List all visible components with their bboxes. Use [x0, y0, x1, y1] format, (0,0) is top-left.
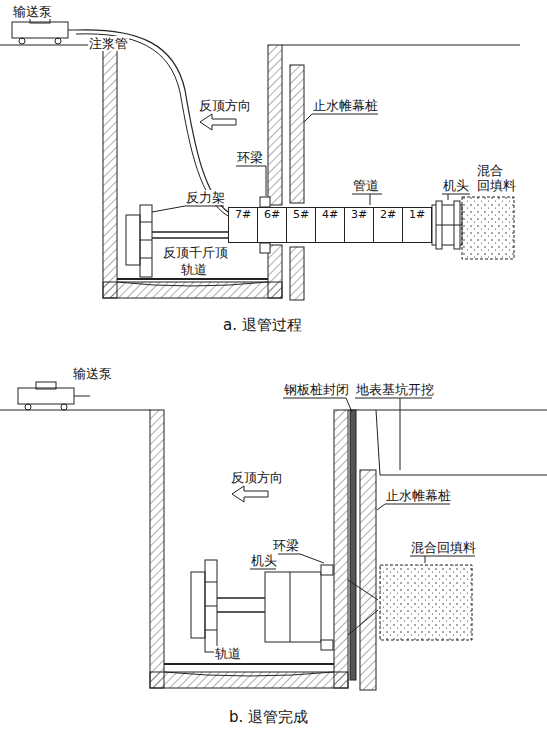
direction-label: 反顶方向 [230, 470, 284, 485]
segment-number: 4# [322, 208, 338, 221]
head-label: 机头 [442, 178, 470, 193]
segment-number: 2# [380, 208, 396, 221]
segment-number: 1# [409, 208, 425, 221]
segment-number: 6# [264, 208, 280, 221]
pipe-segment: 5# [286, 207, 316, 243]
rail-label: 轨道 [214, 646, 242, 661]
backfill-label: 混合回填料 [410, 540, 477, 555]
segment-number: 5# [293, 208, 309, 221]
pump-label: 输送泵 [72, 366, 113, 381]
jack-label: 反顶千斤顶 [162, 245, 229, 260]
sheet-pile-label: 钢板桩封闭 [283, 382, 350, 397]
pipe-segment: 1# [402, 207, 432, 243]
pipe-label: 管道 [352, 178, 380, 193]
pipe-segment: 3# [344, 207, 374, 243]
pipe-segment: 7# [228, 207, 258, 243]
curtain-pile-label: 止水帷幕桩 [385, 488, 452, 503]
direction-label: 反顶方向 [198, 98, 252, 113]
pipe-segment: 6# [257, 207, 287, 243]
frame-label: 反力架 [185, 190, 226, 205]
sub-caption: a. 退管过程 [222, 316, 303, 334]
hose-label: 注浆管 [88, 36, 129, 51]
rail-label: 轨道 [180, 262, 208, 277]
pump-label: 输送泵 [12, 4, 53, 19]
sub-caption: b. 退管完成 [228, 708, 309, 726]
segment-number: 7# [235, 208, 251, 221]
ring-beam-label: 环梁 [236, 150, 264, 165]
head-label: 机头 [250, 553, 278, 568]
ring-beam-label: 环梁 [272, 538, 300, 553]
excavation-label: 地表基坑开挖 [355, 382, 435, 397]
curtain-pile-label: 止水帷幕桩 [312, 98, 379, 113]
pipe-segment: 2# [373, 207, 403, 243]
backfill-label: 混合 回填料 [476, 163, 520, 193]
pipe-segment: 4# [315, 207, 345, 243]
segment-number: 3# [351, 208, 367, 221]
